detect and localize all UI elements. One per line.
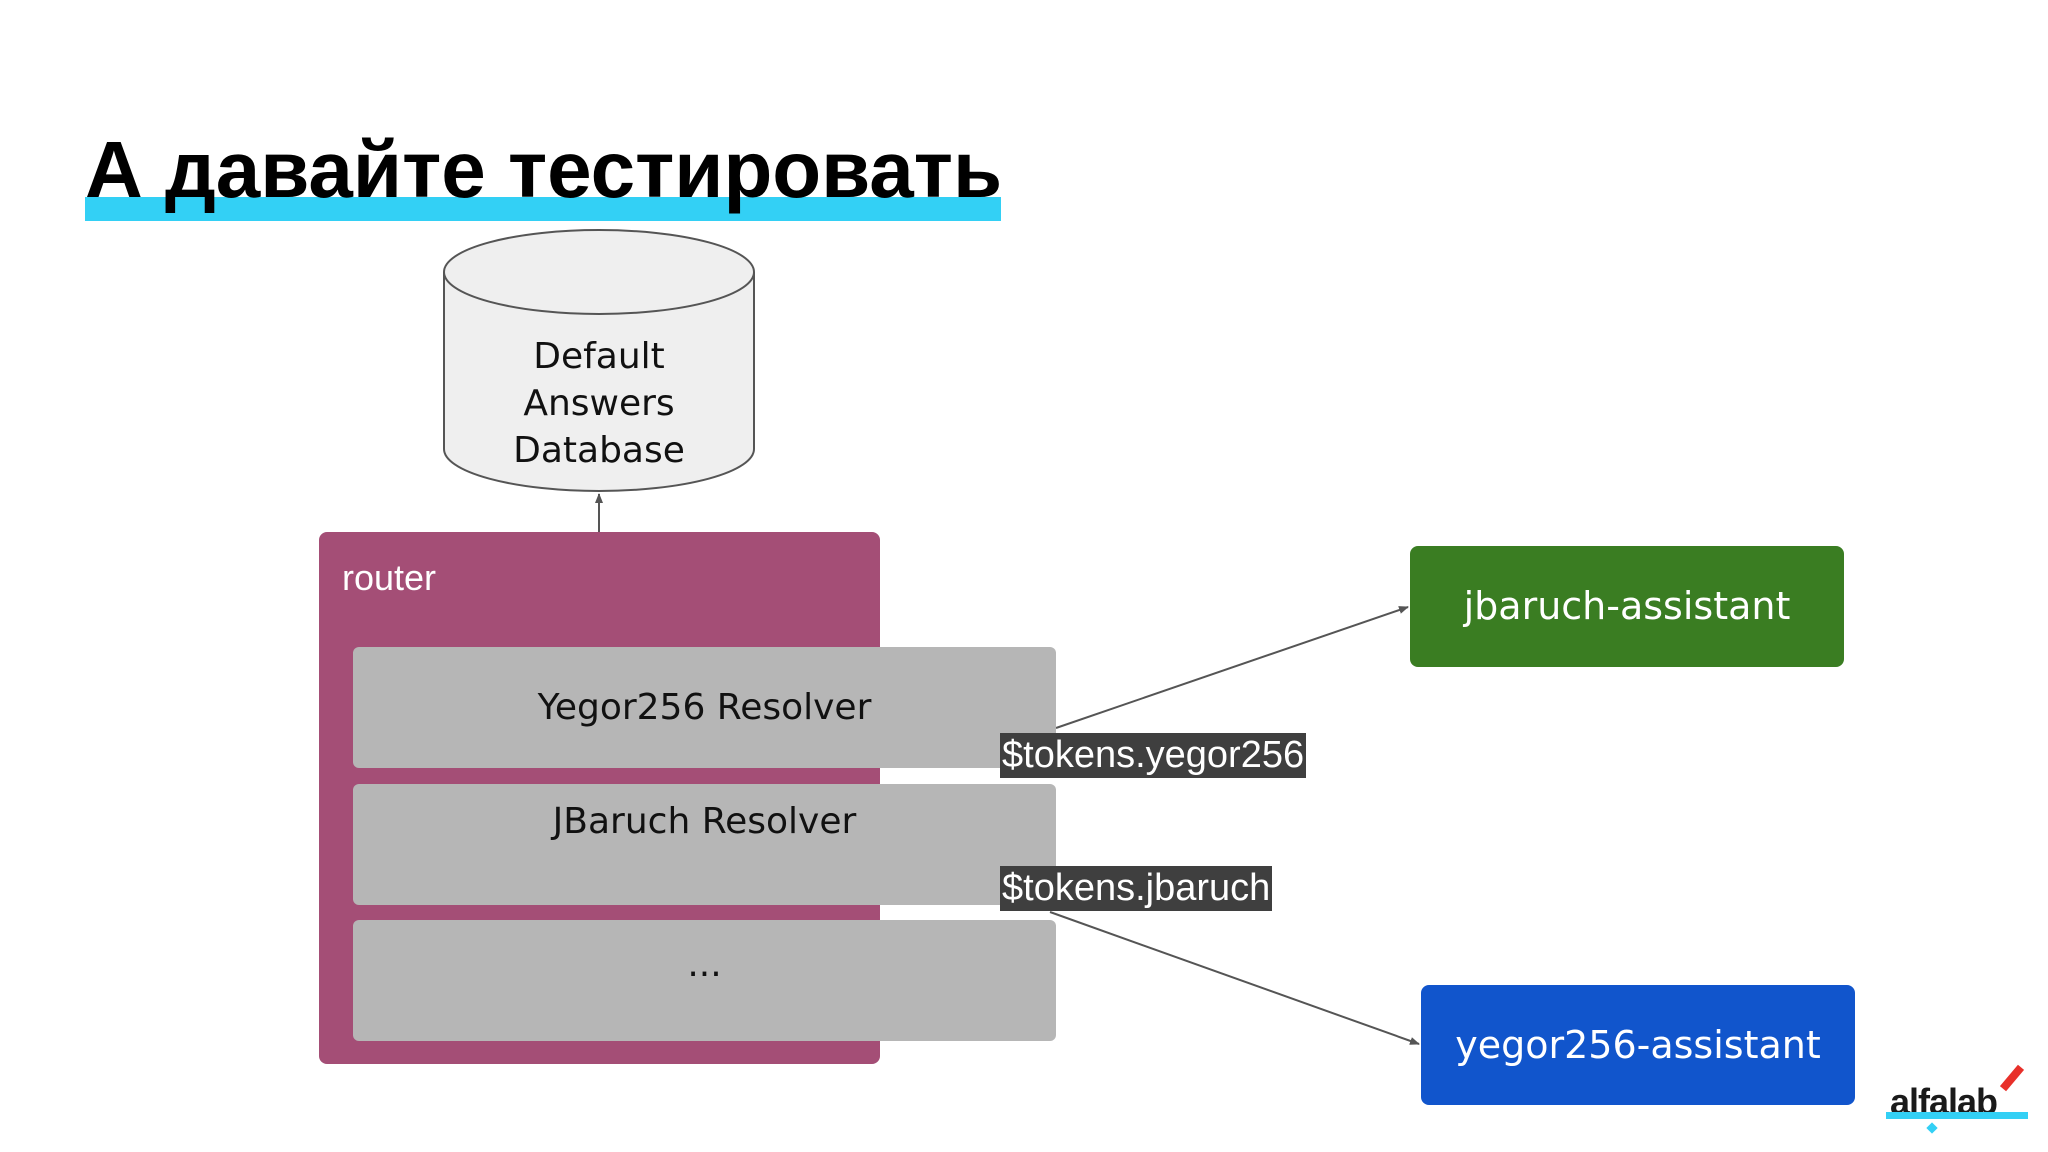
jbaruch-assistant-box: jbaruch-assistant	[1410, 546, 1844, 667]
jbaruch-resolver: JBaruch Resolver	[353, 784, 1056, 905]
database-label: Default Answers Database	[513, 336, 685, 471]
more-resolvers-ellipsis: ...	[353, 920, 1056, 1041]
token-jbaruch: $tokens.jbaruch	[1000, 866, 1273, 911]
logo-slash-mark	[1999, 1064, 2025, 1092]
token-yegor256: $tokens.yegor256	[1000, 733, 1307, 778]
default-answers-database: Default Answers Database	[442, 228, 756, 493]
logo-underline	[1886, 1112, 2028, 1119]
yegor256-assistant-box: yegor256-assistant	[1421, 985, 1855, 1105]
title-underline	[85, 197, 1001, 221]
logo-dot	[1926, 1122, 1938, 1134]
database-cylinder-icon	[443, 229, 755, 492]
slide-title: А давайте тестировать	[85, 125, 1003, 214]
yegor-token-to-jbaruch-assistant-arrow	[1055, 606, 1409, 729]
router-label: router	[342, 557, 437, 598]
alfalab-logo: alfalab	[1886, 1060, 2030, 1134]
yegor256-resolver: Yegor256 Resolver	[353, 647, 1056, 768]
jbaruch-token-to-yegor-assistant-arrow	[1049, 911, 1420, 1045]
slide-title-wrap: А давайте тестировать	[85, 115, 1002, 225]
